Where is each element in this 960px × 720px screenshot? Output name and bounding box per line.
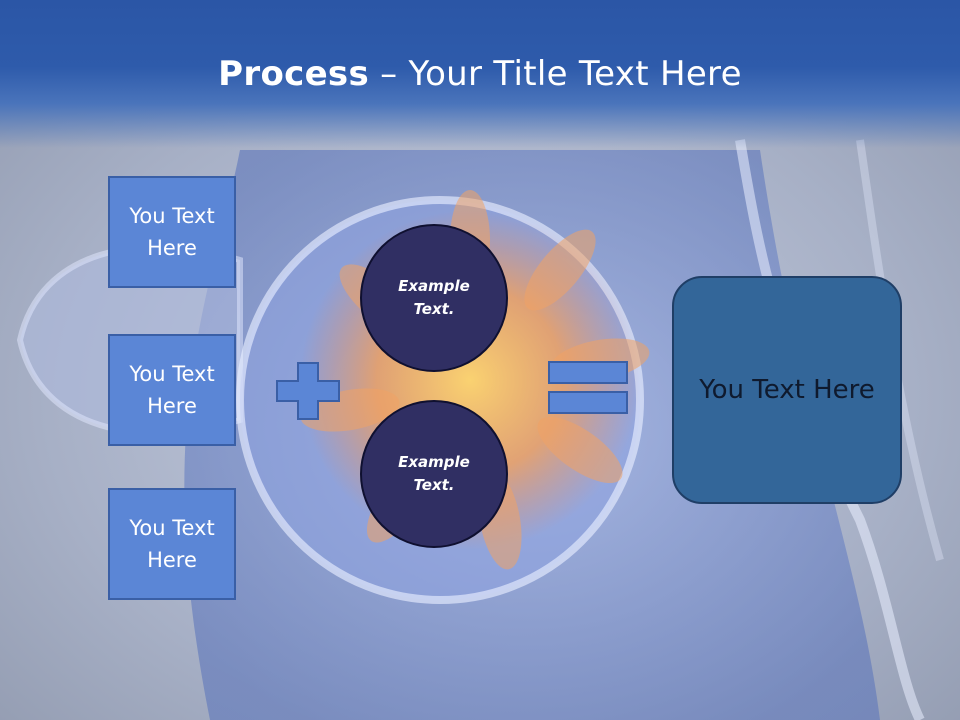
title-bold: Process xyxy=(218,54,370,94)
title-rest: – Your Title Text Here xyxy=(369,54,742,94)
result-box-label: You Text Here xyxy=(699,375,875,405)
example-circle-2-label: Example Text. xyxy=(398,453,470,494)
text-box-3-label: You Text Here xyxy=(129,516,215,572)
title-band xyxy=(0,0,960,148)
example-circle-2[interactable]: Example Text. xyxy=(360,400,508,548)
text-box-3[interactable]: You Text Here xyxy=(108,488,236,600)
equals-icon xyxy=(548,361,628,414)
text-box-1[interactable]: You Text Here xyxy=(108,176,236,288)
example-circle-1[interactable]: Example Text. xyxy=(360,224,508,372)
slide-title[interactable]: Process – Your Title Text Here xyxy=(0,52,960,96)
plus-icon xyxy=(276,362,340,420)
text-box-1-label: You Text Here xyxy=(129,204,215,260)
text-box-2[interactable]: You Text Here xyxy=(108,334,236,446)
example-circle-1-label: Example Text. xyxy=(398,277,470,318)
result-box[interactable]: You Text Here xyxy=(672,276,902,504)
text-box-2-label: You Text Here xyxy=(129,362,215,418)
